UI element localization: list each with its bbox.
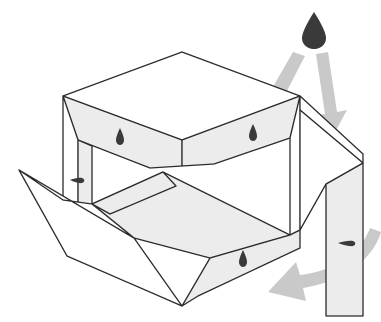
- box-inner-left-panel: [77, 139, 93, 206]
- water-drop-icon: [249, 124, 257, 141]
- box-right-side-connector: [299, 109, 364, 231]
- water-drop-icon: [239, 250, 247, 267]
- box-top-front-right-flap: [181, 95, 301, 167]
- water-drop-icon: [338, 240, 356, 247]
- water-drop-icon: [302, 12, 326, 49]
- box-right-side-panel: [325, 162, 364, 317]
- box-floor-back-strip: [91, 171, 177, 215]
- water-drop-icon: [70, 177, 85, 184]
- water-drop-icon: [116, 128, 124, 145]
- flow-arrow-bottom-icon: [268, 228, 381, 301]
- box-front-left-flap-side: [18, 169, 135, 239]
